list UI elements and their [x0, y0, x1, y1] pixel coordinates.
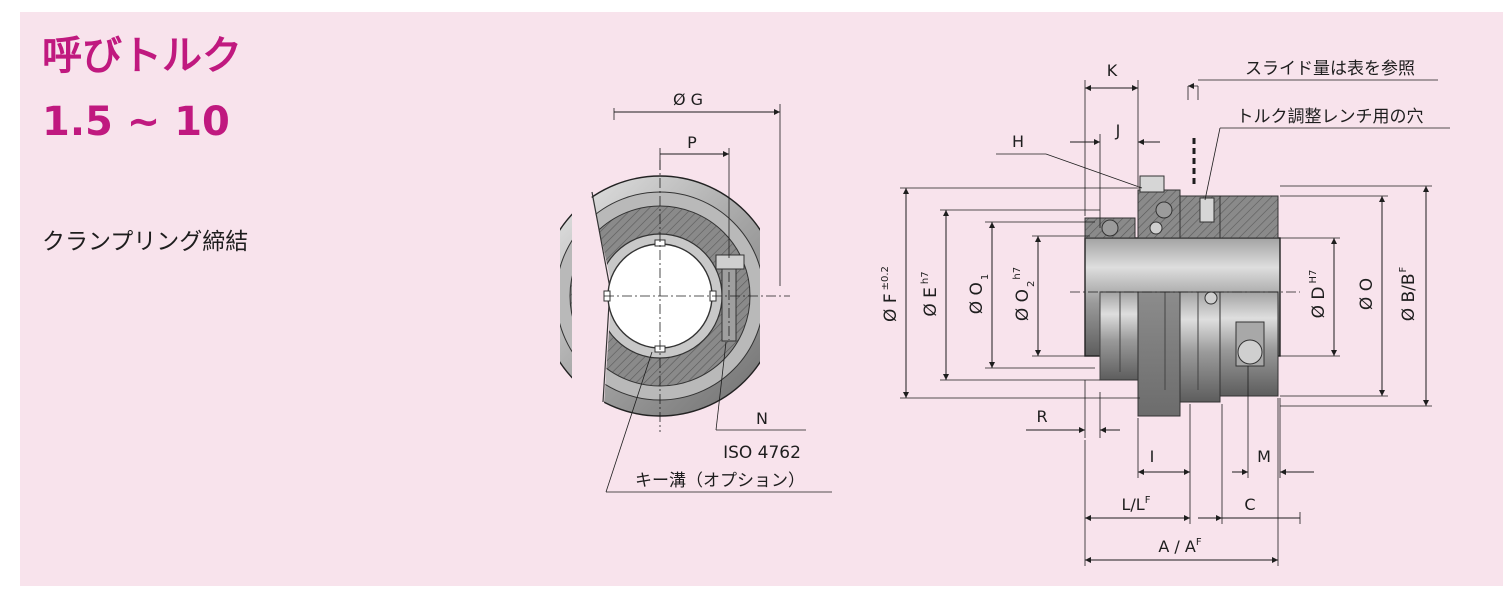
- dim-label-M: M: [1257, 447, 1271, 466]
- dim-label-F: Ø F±0.2: [880, 266, 901, 322]
- dim-label-O2: Ø O2h7: [1012, 267, 1037, 321]
- clamp-screw-icon: [715, 254, 745, 270]
- dim-label-N: N: [756, 409, 768, 428]
- dim-label-A: A / AF: [1158, 537, 1201, 556]
- dim-label-G: Ø G: [673, 90, 703, 109]
- dim-label-B: Ø B/BF: [1398, 266, 1419, 321]
- slide-callout: スライド量は表を参照: [1245, 59, 1415, 79]
- adjust-screw-icon: [1199, 197, 1215, 223]
- dim-label-H: H: [1012, 132, 1024, 151]
- dim-label-L: L/LF: [1122, 495, 1151, 514]
- dim-label-C: C: [1244, 495, 1255, 514]
- dim-label-P: P: [687, 133, 697, 152]
- dim-label-E: Ø Eh7: [920, 271, 941, 316]
- dim-label-O1: Ø O1: [967, 274, 991, 315]
- dim-label-O: Ø O: [1357, 278, 1377, 310]
- dim-label-R: R: [1036, 407, 1047, 426]
- dim-label-K: K: [1107, 61, 1118, 80]
- dim-label-D: Ø DH7: [1308, 270, 1329, 319]
- page-title: 呼びトルク: [42, 33, 242, 79]
- torque-range: 1.5 ~ 10: [42, 99, 230, 145]
- keyway-label: キー溝（オプション）: [635, 471, 805, 491]
- dim-label-J: J: [1115, 121, 1121, 140]
- side-view: スライド量は表を参照 トルク調整レンチ用の穴 K J H: [880, 59, 1450, 566]
- front-view: Ø G P N ISO 4762 キー溝（オプション）: [560, 90, 832, 493]
- wrench-hole-callout: トルク調整レンチ用の穴: [1237, 107, 1424, 127]
- iso-4762-label: ISO 4762: [723, 443, 801, 463]
- subtitle: クランプリング締結: [42, 229, 249, 255]
- dim-label-I: I: [1150, 447, 1155, 466]
